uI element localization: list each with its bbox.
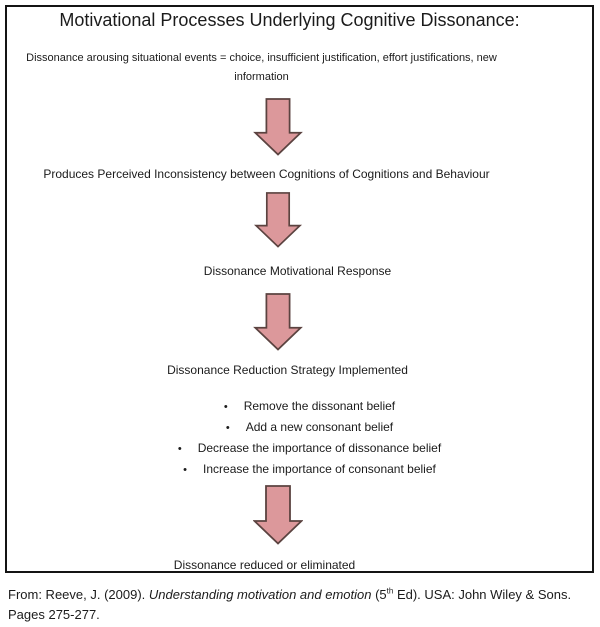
down-arrow-icon [253, 192, 302, 248]
list-item-text: Remove the dissonant belief [243, 399, 396, 413]
diagram-border-box: Motivational Processes Underlying Cognit… [5, 5, 594, 573]
down-arrow-icon [252, 293, 303, 351]
step-reduction-strategy: Dissonance Reduction Strategy Implemente… [167, 363, 408, 377]
citation: From: Reeve, J. (2009). Understanding mo… [8, 585, 582, 624]
citation-edition-pre: (5 [371, 587, 387, 602]
down-arrow-shape [252, 485, 303, 545]
step-situational-events: Dissonance arousing situational events =… [7, 49, 554, 87]
reduction-strategies-list: • Remove the dissonant belief • Add a new … [17, 396, 592, 480]
step-dissonance-reduced: Dissonance reduced or eliminated [173, 558, 356, 572]
step-text-line: Dissonance arousing situational events =… [26, 52, 497, 64]
citation-prefix: From: Reeve, J. (2009). [8, 587, 149, 602]
diagram-title: Motivational Processes Underlying Cognit… [59, 10, 520, 30]
bullet-icon: • [177, 443, 182, 455]
down-arrow-icon [252, 485, 303, 545]
down-arrow-shape [252, 98, 303, 156]
list-item: • Decrease the importance of dissonance b… [17, 438, 592, 459]
step-text-line: information [234, 71, 289, 83]
list-item-text: Decrease the importance of dissonance be… [197, 441, 442, 455]
citation-edition-post: Ed). USA: John Wiley & Sons. [393, 587, 572, 602]
citation-book-title: Understanding motivation and emotion [148, 587, 372, 602]
bullet-icon: • [183, 464, 188, 476]
citation-pages: Pages 275-277. [8, 606, 100, 622]
list-item-text: Add a new consonant belief [245, 420, 394, 434]
down-arrow-shape [253, 192, 302, 248]
bullet-icon: • [225, 422, 230, 434]
list-item: • Increase the importance of consonant be… [17, 459, 592, 480]
citation-edition-superscript: th [386, 586, 394, 596]
down-arrow-shape [252, 293, 303, 351]
bullet-icon: • [223, 401, 228, 413]
step-perceived-inconsistency: Produces Perceived Inconsistency between… [43, 167, 490, 181]
list-item: • Add a new consonant belief [17, 417, 592, 438]
list-item: • Remove the dissonant belief [17, 396, 592, 417]
down-arrow-icon [252, 98, 303, 156]
step-motivational-response: Dissonance Motivational Response [203, 264, 392, 278]
list-item-text: Increase the importance of consonant bel… [203, 462, 436, 476]
document-page: Motivational Processes Underlying Cognit… [0, 5, 600, 627]
